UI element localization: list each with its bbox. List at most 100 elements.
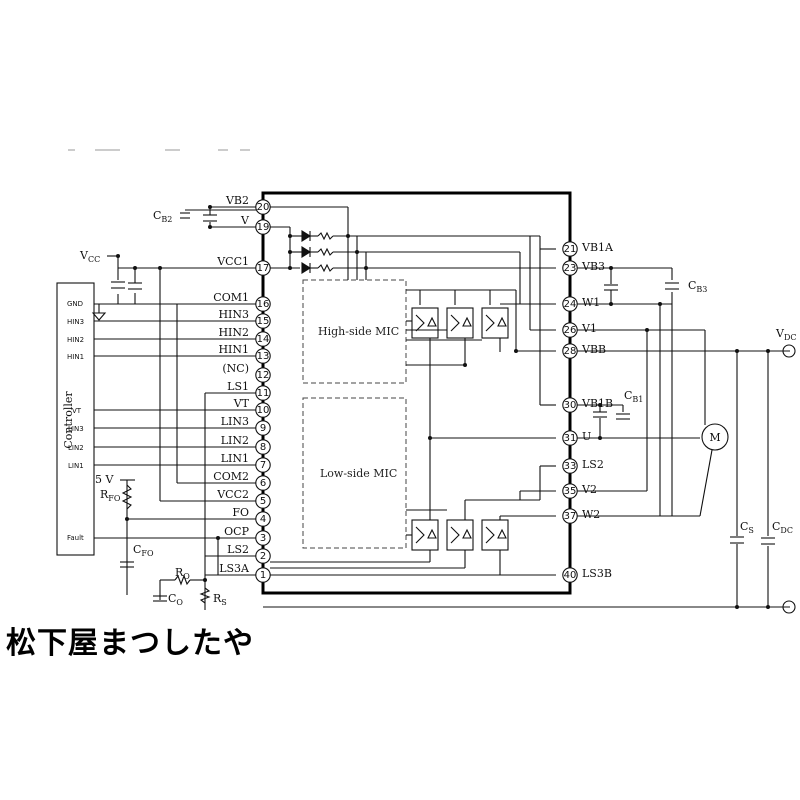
controller-pin-lin3: LIN3 <box>68 425 84 433</box>
pin-label: VCC1 <box>216 255 249 268</box>
rs-sub: S <box>221 598 226 607</box>
ro-label: RO <box>175 566 190 581</box>
pin-label: VB3 <box>581 260 605 273</box>
pin-label: VCC2 <box>216 488 249 501</box>
pin-label: HIN3 <box>218 308 249 321</box>
high-side-igbts <box>406 236 556 438</box>
pin-number: 16 <box>257 299 270 310</box>
co-sub: O <box>176 598 183 607</box>
watermark-text: 松下屋まつしたや <box>6 626 254 661</box>
pin-number: 8 <box>260 442 266 453</box>
pin-circle <box>255 385 271 401</box>
pin-number: 40 <box>564 570 577 581</box>
pin-number: 23 <box>564 263 577 274</box>
vdc-terminal-bottom[interactable] <box>782 600 796 614</box>
controller-pin-labels: GND HIN3 HIN2 HIN1 VT LIN3 LIN2 LIN1 Fau… <box>67 300 84 542</box>
rfo-resistor <box>121 484 133 510</box>
pin-circle <box>255 548 271 564</box>
cs-main: C <box>740 520 748 533</box>
pin-circle <box>562 343 578 359</box>
pin-circle <box>255 402 271 418</box>
ro-main: R <box>175 566 184 579</box>
controller-pin-lin2: LIN2 <box>68 444 84 452</box>
cdc-label: CDC <box>772 520 793 535</box>
cfo-sub: FO <box>141 549 154 558</box>
cb3-main: C <box>688 279 696 292</box>
pin-circle <box>562 241 578 257</box>
cdc-main: C <box>772 520 780 533</box>
pin-number: 21 <box>564 244 577 255</box>
pin-circle <box>562 296 578 312</box>
rs-main: R <box>213 592 222 605</box>
pin-number: 11 <box>257 388 270 399</box>
pin-circle <box>562 567 578 583</box>
controller-pin-hin1: HIN1 <box>67 353 84 361</box>
cb3-capacitor <box>604 282 679 291</box>
ro-resistor <box>174 574 191 586</box>
cs-label: CS <box>740 520 754 535</box>
pin-number: 4 <box>260 514 266 525</box>
left-pin-15: 15 HIN3 <box>218 308 271 329</box>
pin-circle <box>255 260 271 276</box>
low-side-igbts <box>270 437 556 576</box>
pin-circle <box>255 530 271 546</box>
low-side-mic-box <box>302 397 407 549</box>
pin-number: 15 <box>257 316 270 327</box>
pin-label: HIN2 <box>218 326 249 339</box>
vcc-label: VCC <box>79 249 100 264</box>
pin-circle <box>562 508 578 524</box>
cb2-label: CB2 <box>153 209 172 224</box>
pin-label: VB1B <box>581 397 613 410</box>
vdc-terminal-top[interactable] <box>782 344 796 358</box>
controller-pin-hin3: HIN3 <box>67 318 84 326</box>
cs-capacitor <box>730 536 744 544</box>
left-pin-16: 16 COM1 <box>213 291 271 312</box>
pin-number: 26 <box>564 325 577 336</box>
co-label: CO <box>168 592 183 607</box>
right-wiring <box>577 267 790 608</box>
right-pin-40: 40 LS3B <box>562 567 612 583</box>
pin-label: LS3B <box>582 567 612 580</box>
fault-network: 5 V RFO CFO RO CO RS <box>95 473 227 607</box>
controller-pin-lin1: LIN1 <box>68 462 84 470</box>
controller-pin-vt: VT <box>72 407 82 415</box>
right-components: CB3 CB1 M VDC CS CDC <box>593 266 797 614</box>
pin-number: 5 <box>260 496 266 507</box>
vcc-terminal: VCC <box>79 249 162 321</box>
pin-circle <box>255 567 271 583</box>
pin-label: LS2 <box>582 458 604 471</box>
cdc-sub: DC <box>780 526 793 535</box>
pin-label: COM1 <box>213 291 249 304</box>
pin-label: V <box>240 214 250 227</box>
pin-label: V2 <box>581 483 597 496</box>
controller-pin-hin2: HIN2 <box>67 336 84 344</box>
rfo-label: RFO <box>100 488 121 503</box>
pin-number: 7 <box>260 460 266 471</box>
right-pin-23: 23 VB3 <box>562 260 605 276</box>
pin-circle <box>255 313 271 329</box>
controller-pin-fault: Fault <box>67 534 84 542</box>
pin-number: 1 <box>260 570 266 581</box>
pin-number: 31 <box>564 433 577 444</box>
cdc-capacitor <box>761 537 775 545</box>
bootstrap-circuit <box>270 206 556 406</box>
pin-number: 24 <box>564 299 577 310</box>
ground-symbol <box>91 312 107 321</box>
pin-circle <box>255 219 271 235</box>
pin-number: 28 <box>564 346 577 357</box>
pin-number: 20 <box>257 202 270 213</box>
vcc-capacitor <box>111 281 142 290</box>
pin-label: W1 <box>582 296 600 309</box>
pin-label: W2 <box>582 508 600 521</box>
